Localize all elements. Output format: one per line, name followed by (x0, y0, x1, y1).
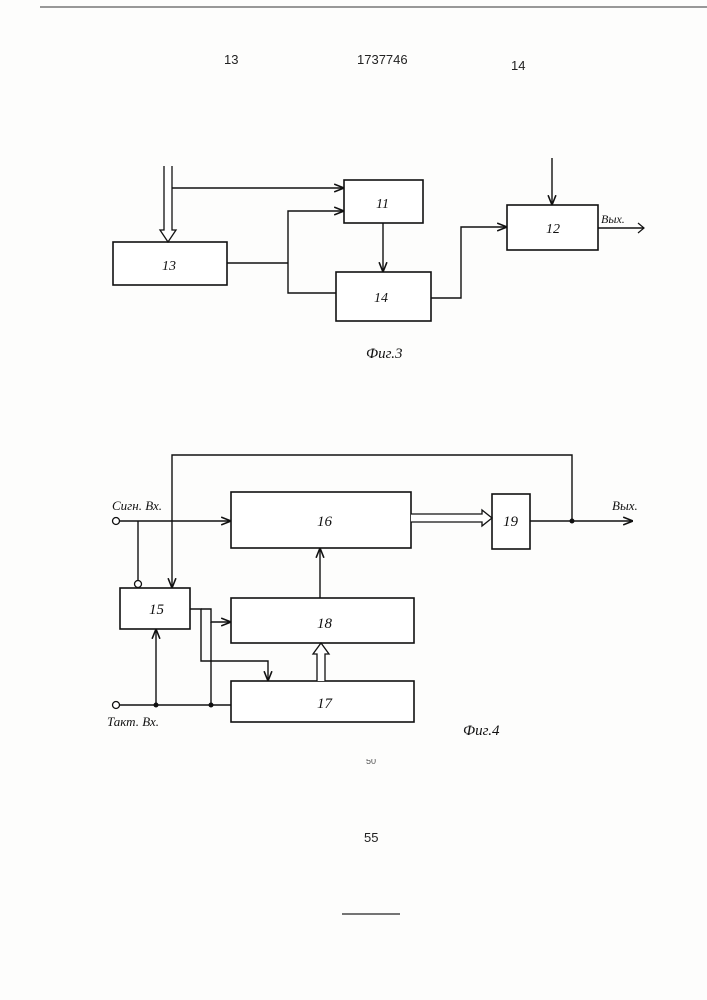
bus-17-to-18 (313, 643, 329, 681)
figure-3: 13 11 14 12 (113, 158, 644, 362)
signal-input-label: Сигн. Вх. (112, 498, 162, 513)
fig3-caption: Фиг.3 (366, 346, 402, 362)
inverting-input-15 (135, 581, 142, 588)
figure-4: 16 19 15 18 17 Сигн. Вх. Вых. (107, 455, 638, 739)
line-number: 55 (364, 830, 378, 845)
bus-16-to-19 (411, 510, 492, 526)
block-14-label: 14 (374, 291, 388, 306)
block-17-label: 17 (317, 696, 334, 712)
clock-input-terminal (113, 702, 120, 709)
block-16-label: 16 (317, 514, 333, 530)
margin-mark: 50 (366, 759, 376, 767)
block-15-label: 15 (149, 602, 165, 618)
clock-input-label: Такт. Вх. (107, 714, 159, 729)
block-13-label: 13 (162, 259, 176, 274)
fig3-output-label: Вых. (601, 212, 625, 226)
wire-15-to-18 (201, 609, 230, 622)
wire-13-to-14 (288, 263, 336, 293)
block-12-label: 12 (546, 222, 560, 237)
block-18-label: 18 (317, 616, 333, 632)
bus-arrow-into-13 (160, 166, 176, 242)
fig4-output-label: Вых. (612, 498, 638, 513)
fig4-caption: Фиг.4 (463, 723, 500, 739)
block-19-label: 19 (503, 514, 519, 530)
block-11-label: 11 (376, 197, 389, 212)
wire-13-to-11 (288, 211, 343, 263)
signal-input-terminal (113, 518, 120, 525)
wire-14-to-12 (431, 227, 506, 298)
